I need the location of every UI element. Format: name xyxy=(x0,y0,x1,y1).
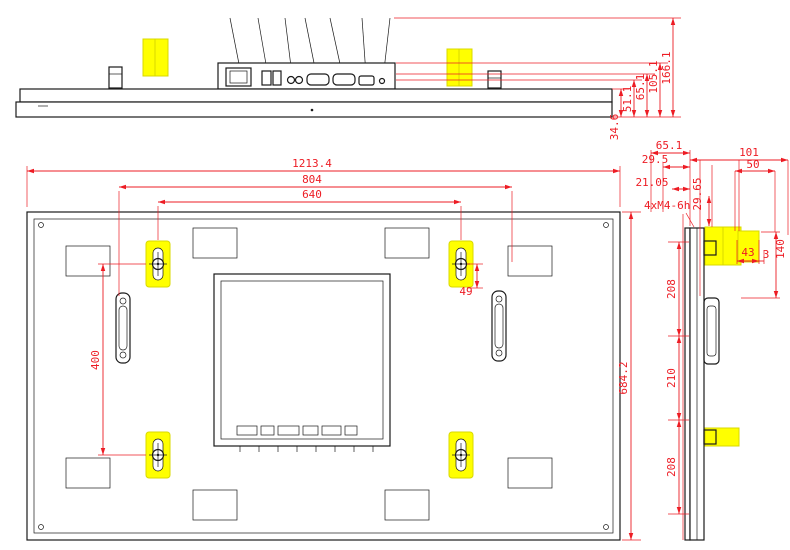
dim-inner-span-label: 640 xyxy=(302,188,322,201)
vent-grille xyxy=(65,457,111,489)
dim-208-top-label: 208 xyxy=(665,279,678,299)
dim-166-1-label: 166.1 xyxy=(660,51,673,84)
rear-panel-inner-outline xyxy=(33,218,614,534)
top-view xyxy=(15,17,613,118)
dimension-lines xyxy=(618,18,676,117)
power-button xyxy=(378,77,386,85)
mount-hole-top-right xyxy=(448,240,474,288)
electronics-box xyxy=(213,273,391,452)
mount-hole-bottom-right xyxy=(448,431,474,479)
dim-43-label: 43 xyxy=(741,246,754,259)
dim-hole-offset-label: 49 xyxy=(459,285,472,298)
mount-hole-bottom-left xyxy=(145,431,171,479)
power-connector xyxy=(225,67,252,87)
top-bracket-highlight-right xyxy=(446,48,473,87)
vent-grille xyxy=(507,457,553,489)
thread-note-label: 4xM4-6h xyxy=(644,199,690,212)
top-view-dimensions: 34.6 51.1 65.1 105.1 166.1 xyxy=(394,17,681,141)
side-bracket-highlight-bottom xyxy=(704,427,740,447)
extension-lines xyxy=(650,150,789,540)
side-bracket-highlight-top xyxy=(704,226,742,266)
side-view xyxy=(684,226,760,541)
top-profile-body xyxy=(15,88,613,118)
extension-lines xyxy=(394,17,681,118)
bottom-connector-row xyxy=(236,425,374,452)
dvi-port xyxy=(332,73,356,86)
corner-screws xyxy=(38,222,609,530)
extension-lines xyxy=(26,166,641,541)
io-connector-block xyxy=(217,62,396,90)
audio-jack xyxy=(286,75,296,85)
dim-50-label: 50 xyxy=(746,158,759,171)
usb-port xyxy=(261,70,272,86)
handle-right xyxy=(491,290,507,362)
dim-3-label: 3 xyxy=(763,248,770,261)
vent-grille xyxy=(65,245,111,277)
dim-105-1-label: 105.1 xyxy=(647,60,660,93)
audio-jack xyxy=(294,75,304,85)
vent-grille xyxy=(384,489,430,521)
side-profile-body xyxy=(684,227,717,541)
usb-port xyxy=(272,70,282,86)
dim-outer-span-label: 804 xyxy=(302,173,322,186)
vga-port xyxy=(306,73,330,86)
vent-grille xyxy=(192,227,238,259)
dimension-lines xyxy=(651,150,788,514)
dim-34-6-label: 34.6 xyxy=(608,114,621,141)
vent-grille xyxy=(507,245,553,277)
rear-view-dimensions: 1213.4 804 640 400 684.2 49 xyxy=(26,157,641,541)
side-view-dimensions: 65.1 101 29.5 50 21.05 29.65 140 43 3 20… xyxy=(635,139,789,540)
rear-view xyxy=(26,211,621,541)
vent-grilles xyxy=(65,227,553,521)
dim-overall-width-label: 1213.4 xyxy=(292,157,332,170)
dim-51-1-label: 51.1 xyxy=(621,86,634,113)
side-handle-bracket xyxy=(703,297,720,365)
dim-140-label: 140 xyxy=(774,239,787,259)
vent-grille xyxy=(384,227,430,259)
dim-vertical-span-label: 400 xyxy=(89,350,102,370)
vent-grille xyxy=(192,489,238,521)
top-clips xyxy=(108,66,502,89)
dim-208-bottom-label: 208 xyxy=(665,457,678,477)
dim-210-label: 210 xyxy=(665,368,678,388)
dim-101-label: 101 xyxy=(739,146,759,159)
dim-21-05-label: 21.05 xyxy=(635,176,668,189)
dim-65-1-side-label: 65.1 xyxy=(656,139,683,152)
rear-panel-outline xyxy=(26,211,621,541)
mount-hole-top-left xyxy=(145,240,171,288)
dimension-lines xyxy=(27,168,634,540)
dim-29-5-label: 29.5 xyxy=(642,153,669,166)
top-bracket-highlight-left xyxy=(142,38,169,77)
handle-left xyxy=(115,292,131,364)
dim-29-65-label: 29.65 xyxy=(691,177,704,210)
dim-overall-height-label: 684.2 xyxy=(617,361,630,394)
hdmi-port xyxy=(358,75,375,86)
dim-65-1-label: 65.1 xyxy=(634,74,647,101)
